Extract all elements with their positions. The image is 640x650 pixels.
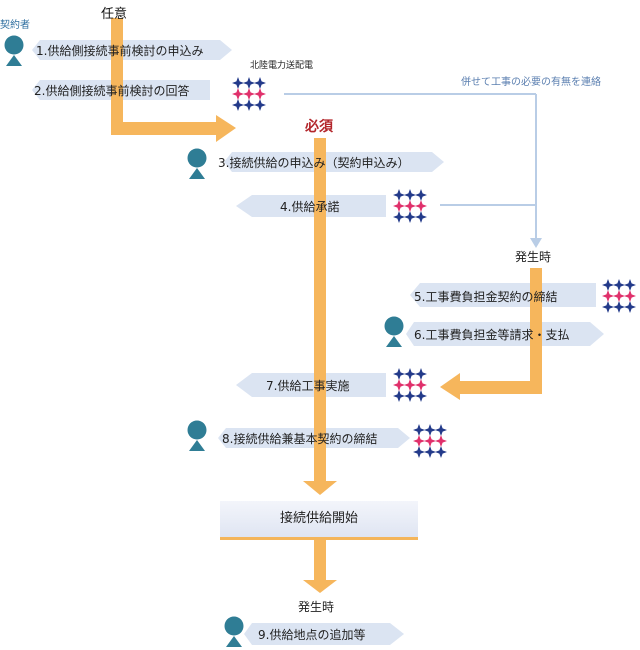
- hokuriku-logo-icon: [602, 279, 636, 313]
- step-2: 2.供給側接続事前検討の回答: [34, 84, 190, 98]
- hokuriku-logo-icon: [393, 368, 427, 402]
- step-band-6: [406, 322, 604, 346]
- notice-arrowhead: [530, 238, 542, 248]
- person-icon: [4, 35, 24, 66]
- notice-label: 併せて工事の必要の有無を連絡: [461, 77, 601, 88]
- hokuriku-logo-icon: [413, 424, 447, 458]
- hokuriku-logo-icon: [232, 77, 266, 111]
- person-icon: [187, 148, 207, 179]
- company-label: 北陸電力送配電: [250, 61, 314, 71]
- step-7: 7.供給工事実施: [266, 379, 350, 393]
- person-icon: [187, 420, 207, 451]
- occurrence-label-2: 発生時: [298, 600, 335, 614]
- step-8: 8.接続供給兼基本契約の締結: [222, 432, 378, 446]
- final-box: 接続供給開始: [220, 501, 418, 540]
- step-band-5: [410, 283, 596, 307]
- step-band-4: [236, 195, 386, 217]
- step-4: 4.供給承諾: [280, 200, 340, 214]
- step-band-9: [244, 623, 404, 645]
- person-icon: [224, 616, 244, 647]
- step-9: 9.供給地点の追加等: [258, 628, 366, 642]
- optional-arrow: [111, 18, 236, 142]
- step-5: 5.工事費負担金契約の締結: [414, 290, 558, 304]
- person-icon: [384, 316, 404, 347]
- step-band-3: [224, 152, 444, 172]
- occurrence-arrow: [440, 268, 542, 400]
- step-6: 6.工事費負担金等請求・支払: [414, 328, 570, 342]
- required-label: 必須: [305, 119, 333, 135]
- step-3: 3.接続供給の申込み（契約申込み）: [218, 156, 410, 170]
- occurrence-label: 発生時: [515, 250, 552, 264]
- main-arrow: [303, 138, 337, 495]
- optional-label: 任意: [101, 7, 128, 22]
- contractor-label: 契約者: [0, 20, 30, 31]
- final-arrow: [303, 537, 337, 593]
- step-band-1: [32, 40, 232, 60]
- hokuriku-logo-icon: [393, 189, 427, 223]
- notice-connector: [284, 93, 537, 238]
- step-band-7: [236, 373, 386, 397]
- step-1: 1.供給側接続事前検討の申込み: [36, 44, 204, 58]
